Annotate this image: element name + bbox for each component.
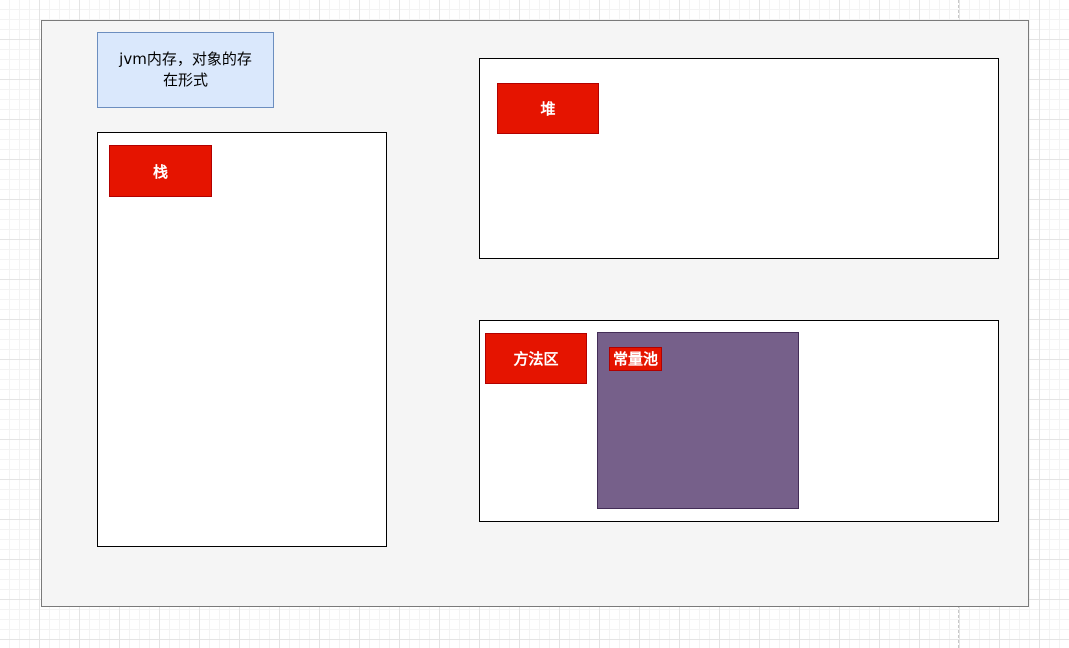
stack-label[interactable]: 栈 bbox=[109, 145, 212, 197]
title-note-line-1: jvm内存，对象的存 bbox=[119, 50, 252, 68]
title-note-text: jvm内存，对象的存 在形式 bbox=[119, 49, 252, 91]
constant-pool-label[interactable]: 常量池 bbox=[609, 347, 663, 371]
heap-label[interactable]: 堆 bbox=[497, 83, 599, 134]
title-note[interactable]: jvm内存，对象的存 在形式 bbox=[97, 32, 274, 108]
stack-region[interactable] bbox=[97, 132, 387, 547]
title-note-line-2: 在形式 bbox=[162, 71, 208, 89]
method-area-label[interactable]: 方法区 bbox=[485, 333, 587, 384]
